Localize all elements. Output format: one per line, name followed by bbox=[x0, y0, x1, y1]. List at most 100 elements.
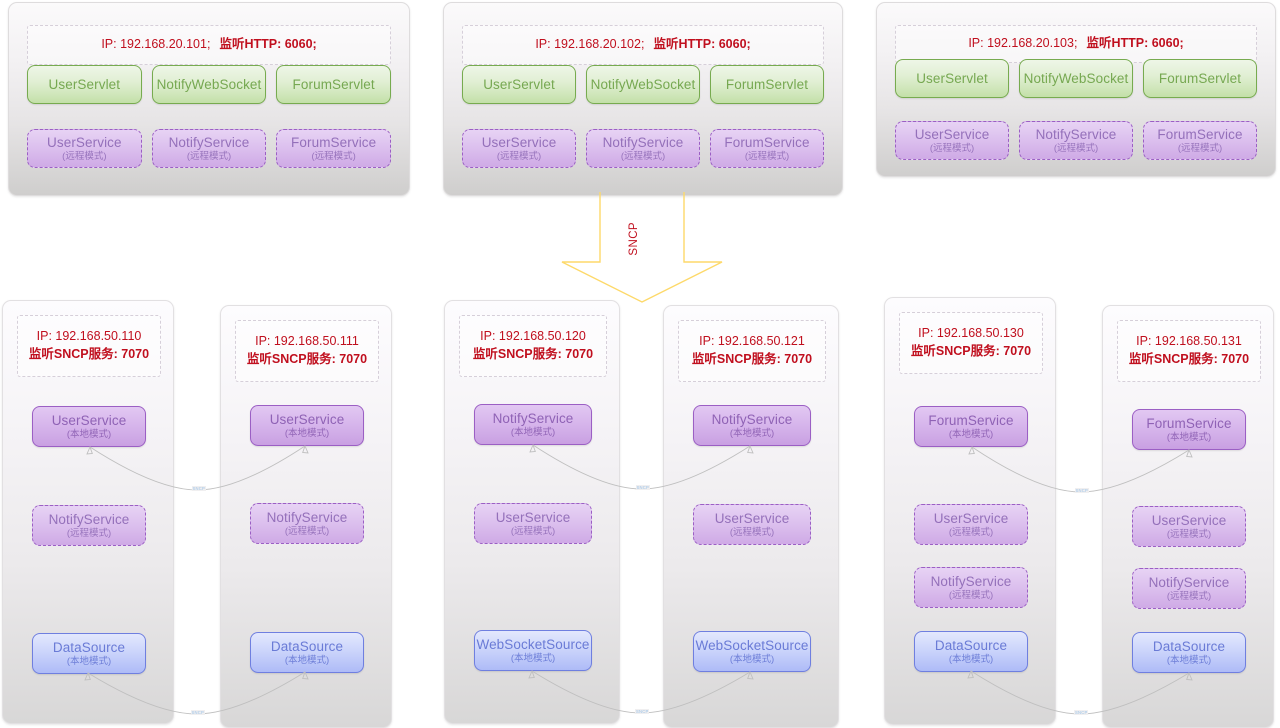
servlet-name: UserServlet bbox=[48, 76, 121, 92]
server-port: 监听SNCP服务: 7070 bbox=[472, 347, 594, 361]
service-name: ForumService bbox=[291, 134, 377, 150]
datasource-node[interactable]: DataSource(本地模式) bbox=[1132, 632, 1246, 673]
datasource-node[interactable]: WebSocketSource(本地模式) bbox=[693, 631, 811, 672]
servlet-name: NotifyWebSocket bbox=[156, 76, 262, 92]
local-service-node[interactable]: UserService(本地模式) bbox=[250, 405, 364, 446]
node-name: NotifyService bbox=[266, 509, 348, 525]
remote-service-node[interactable]: NotifyService(远程模式) bbox=[1132, 568, 1246, 609]
sncp-connector bbox=[86, 444, 309, 491]
node-name: UserService bbox=[714, 510, 790, 526]
service-mode: (远程模式) bbox=[186, 150, 232, 162]
connector-protocol-label: SNCP bbox=[635, 485, 650, 490]
servlet-node[interactable]: UserServlet bbox=[462, 65, 576, 104]
servlet-node[interactable]: ForumServlet bbox=[710, 65, 824, 104]
node-name: NotifyService bbox=[711, 411, 793, 427]
remote-service-node[interactable]: UserService(远程模式) bbox=[914, 504, 1028, 545]
sncp-connector bbox=[528, 669, 754, 714]
node-mode: (本地模式) bbox=[729, 427, 775, 439]
servlet-name: UserServlet bbox=[483, 76, 555, 92]
datasource-node[interactable]: DataSource(本地模式) bbox=[250, 632, 364, 673]
remote-service-node[interactable]: ForumService(远程模式) bbox=[1143, 121, 1257, 160]
http-server-panel: IP: 192.168.20.101;监听HTTP: 6060;UserServ… bbox=[8, 2, 410, 196]
remote-service-node[interactable]: NotifyService(远程模式) bbox=[1019, 121, 1133, 160]
remote-service-node[interactable]: UserService(远程模式) bbox=[474, 503, 592, 544]
servlet-name: ForumServlet bbox=[725, 76, 809, 92]
node-mode: (本地模式) bbox=[66, 428, 112, 440]
remote-service-node[interactable]: NotifyService(远程模式) bbox=[151, 129, 267, 168]
server-ip: IP: 192.168.20.101; bbox=[101, 37, 211, 52]
servlet-node[interactable]: UserServlet bbox=[895, 59, 1009, 98]
servlet-name: ForumServlet bbox=[1158, 70, 1242, 86]
servlet-node[interactable]: NotifyWebSocket bbox=[586, 65, 700, 104]
node-mode: (远程模式) bbox=[284, 525, 330, 537]
remote-service-node[interactable]: ForumService(远程模式) bbox=[276, 129, 391, 168]
service-name: ForumService bbox=[724, 134, 810, 150]
http-server-panel: IP: 192.168.20.103;监听HTTP: 6060;UserServ… bbox=[876, 2, 1276, 177]
node-mode: (本地模式) bbox=[1166, 431, 1212, 443]
servlet-node[interactable]: ForumServlet bbox=[1143, 59, 1257, 98]
node-name: DataSource bbox=[52, 639, 126, 655]
servlet-node[interactable]: ForumServlet bbox=[276, 65, 391, 104]
remote-service-node[interactable]: UserService(远程模式) bbox=[693, 504, 811, 545]
servlet-name: NotifyWebSocket bbox=[1023, 70, 1129, 86]
servlet-name: UserServlet bbox=[916, 70, 988, 86]
node-mode: (本地模式) bbox=[284, 427, 330, 439]
node-mode: (本地模式) bbox=[729, 653, 775, 665]
node-name: UserService bbox=[269, 411, 345, 427]
service-name: UserService bbox=[914, 126, 990, 142]
server-address-header: IP: 192.168.20.102;监听HTTP: 6060; bbox=[462, 25, 824, 65]
datasource-node[interactable]: WebSocketSource(本地模式) bbox=[474, 630, 592, 671]
service-name: NotifyService bbox=[1035, 126, 1117, 142]
remote-service-node[interactable]: NotifyService(远程模式) bbox=[914, 567, 1028, 608]
node-mode: (远程模式) bbox=[729, 526, 775, 538]
servlet-name: ForumServlet bbox=[292, 76, 375, 92]
remote-service-node[interactable]: UserService(远程模式) bbox=[27, 129, 142, 168]
service-name: ForumService bbox=[1157, 126, 1243, 142]
servlet-node[interactable]: UserServlet bbox=[27, 65, 142, 104]
servlet-node[interactable]: NotifyWebSocket bbox=[151, 65, 267, 104]
remote-service-node[interactable]: UserService(远程模式) bbox=[1132, 506, 1246, 547]
sncp-connector bbox=[529, 443, 754, 490]
node-mode: (远程模式) bbox=[948, 589, 994, 601]
node-name: DataSource bbox=[270, 638, 344, 654]
server-port: 监听SNCP服务: 7070 bbox=[1128, 352, 1250, 366]
node-name: UserService bbox=[933, 510, 1009, 526]
remote-service-node[interactable]: NotifyService(远程模式) bbox=[250, 503, 364, 544]
server-port: 监听SNCP服务: 7070 bbox=[910, 344, 1032, 358]
connector-protocol-label: SNCP bbox=[190, 710, 205, 715]
remote-service-node[interactable]: NotifyService(远程模式) bbox=[586, 129, 700, 168]
node-mode: (远程模式) bbox=[948, 526, 994, 538]
servlet-node[interactable]: NotifyWebSocket bbox=[1019, 59, 1133, 98]
local-service-node[interactable]: ForumService(本地模式) bbox=[1132, 409, 1246, 450]
server-ip: IP: 192.168.50.131 bbox=[1136, 334, 1242, 349]
node-mode: (远程模式) bbox=[510, 525, 556, 537]
node-mode: (远程模式) bbox=[66, 527, 112, 539]
remote-service-node[interactable]: NotifyService(远程模式) bbox=[32, 505, 146, 546]
datasource-node[interactable]: DataSource(本地模式) bbox=[914, 631, 1028, 672]
node-name: UserService bbox=[51, 412, 127, 428]
server-ip: IP: 192.168.50.130 bbox=[918, 326, 1024, 341]
connector-protocol-label: SNCP bbox=[1074, 710, 1089, 715]
service-mode: (远程模式) bbox=[311, 150, 356, 162]
remote-service-node[interactable]: UserService(远程模式) bbox=[462, 129, 576, 168]
remote-service-node[interactable]: UserService(远程模式) bbox=[895, 121, 1009, 160]
node-name: UserService bbox=[495, 509, 571, 525]
node-mode: (远程模式) bbox=[1166, 590, 1212, 602]
node-name: UserService bbox=[1151, 512, 1227, 528]
service-name: NotifyService bbox=[168, 134, 250, 150]
server-address-header: IP: 192.168.50.130 监听SNCP服务: 7070 bbox=[899, 312, 1043, 374]
local-service-node[interactable]: NotifyService(本地模式) bbox=[693, 405, 811, 446]
node-mode: (本地模式) bbox=[948, 653, 994, 665]
remote-service-node[interactable]: ForumService(远程模式) bbox=[710, 129, 824, 168]
local-service-node[interactable]: UserService(本地模式) bbox=[32, 406, 146, 447]
local-service-node[interactable]: ForumService(本地模式) bbox=[914, 406, 1028, 447]
datasource-node[interactable]: DataSource(本地模式) bbox=[32, 633, 146, 674]
node-mode: (远程模式) bbox=[1166, 528, 1212, 540]
